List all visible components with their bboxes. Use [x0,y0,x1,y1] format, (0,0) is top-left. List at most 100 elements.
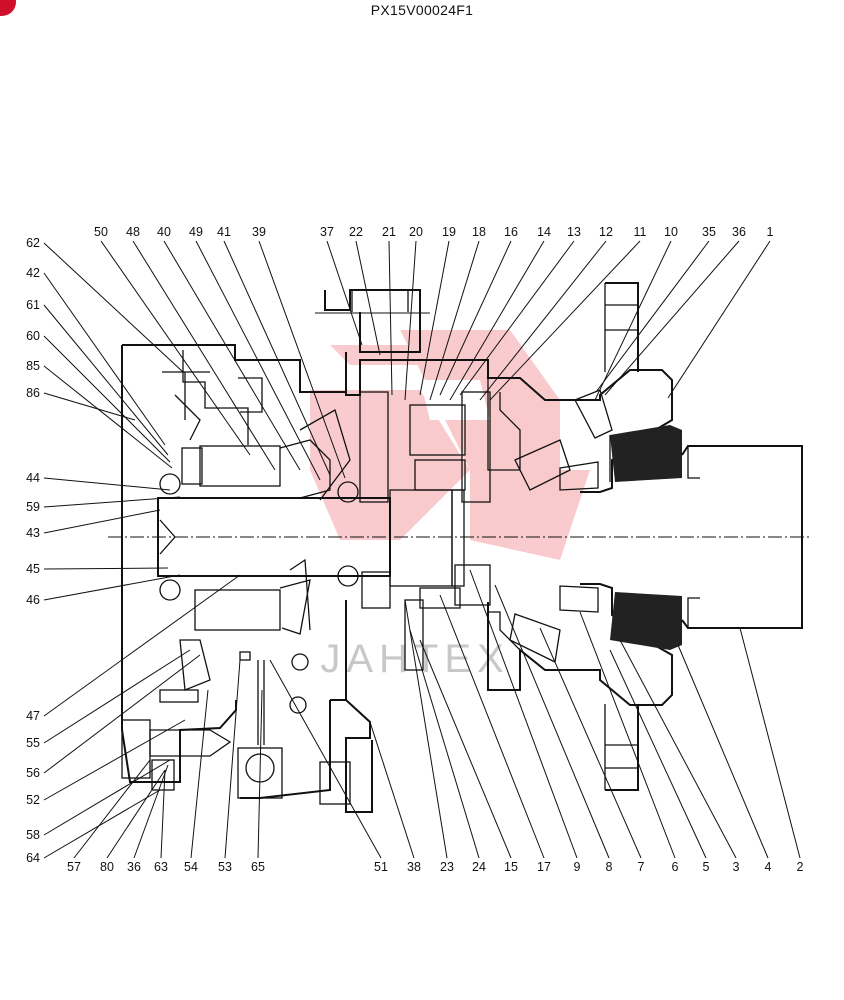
leader-top-40 [163,240,301,471]
callout-bottom-51: 51 [374,860,388,874]
callout-bottom-8: 8 [606,860,613,874]
callout-left-64: 64 [26,851,40,865]
callout-left-43: 43 [26,526,40,540]
callout-bottom-7: 7 [638,860,645,874]
callout-left-58: 58 [26,828,40,842]
leader-bottom-6 [579,611,676,859]
callout-left-47: 47 [26,709,40,723]
leader-top-36 [604,240,740,396]
callout-top-13: 13 [567,225,581,239]
callout-bottom-57: 57 [67,860,81,874]
leader-left-64 [43,789,161,859]
callout-bottom-65: 65 [251,860,265,874]
callout-top-12: 12 [599,225,613,239]
callout-top-19: 19 [442,225,456,239]
callout-top-18: 18 [472,225,486,239]
callout-left-85: 85 [26,359,40,373]
leader-top-11 [489,240,641,401]
leader-top-41 [223,240,331,476]
leader-top-21 [388,240,393,396]
leader-left-56 [43,654,201,774]
callout-left-55: 55 [26,736,40,750]
leader-bottom-4 [677,644,769,859]
leader-top-39 [258,240,346,479]
callout-top-37: 37 [320,225,334,239]
callout-bottom-38: 38 [407,860,421,874]
leader-top-14 [449,240,545,401]
leader-top-22 [355,240,381,356]
leader-left-45 [43,567,169,570]
leader-left-86 [43,392,136,421]
callout-bottom-17: 17 [537,860,551,874]
leader-bottom-3 [619,639,737,859]
leader-left-62 [43,242,184,373]
callout-top-14: 14 [537,225,551,239]
drawing-title: PX15V00024F1 [370,2,474,18]
leader-left-58 [43,759,171,836]
leader-bottom-9 [469,569,578,859]
callout-bottom-80: 80 [100,860,114,874]
leader-bottom-54 [190,689,209,859]
leader-bottom-65 [257,689,263,859]
leader-top-20 [404,240,417,401]
leader-left-42 [43,272,166,446]
callout-bottom-5: 5 [703,860,710,874]
leader-top-10 [594,240,672,401]
callout-left-56: 56 [26,766,40,780]
callout-top-39: 39 [252,225,266,239]
leader-bottom-5 [609,649,707,859]
callout-left-62: 62 [26,236,40,250]
callout-top-10: 10 [664,225,678,239]
leader-left-43 [43,509,161,534]
leader-left-44 [43,477,171,491]
callout-bottom-3: 3 [733,860,740,874]
leader-bottom-53 [224,659,241,859]
callout-top-1: 1 [767,225,774,239]
leader-top-19 [419,240,450,396]
leader-bottom-23 [404,599,448,859]
leader-bottom-80 [106,769,166,859]
leader-left-85 [43,365,173,469]
callout-bottom-23: 23 [440,860,454,874]
callout-left-46: 46 [26,593,40,607]
leader-top-1 [667,240,771,399]
callout-left-61: 61 [26,298,40,312]
callout-left-86: 86 [26,386,40,400]
callout-top-50: 50 [94,225,108,239]
leader-bottom-24 [409,629,480,859]
leader-top-16 [439,240,512,396]
leader-top-13 [459,240,575,396]
leader-left-47 [43,574,241,717]
callout-left-52: 52 [26,793,40,807]
callout-top-49: 49 [189,225,203,239]
callout-left-42: 42 [26,266,40,280]
callout-top-48: 48 [126,225,140,239]
callout-left-59: 59 [26,500,40,514]
callout-bottom-6: 6 [672,860,679,874]
leader-left-60 [43,335,171,463]
callout-bottom-2: 2 [797,860,804,874]
callout-top-11: 11 [634,225,647,239]
leader-bottom-7 [539,627,642,859]
callout-left-45: 45 [26,562,40,576]
callout-top-40: 40 [157,225,171,239]
leader-lines [43,240,801,859]
callout-top-20: 20 [409,225,423,239]
leader-top-12 [479,240,607,401]
callout-top-41: 41 [217,225,231,239]
leader-left-55 [43,649,191,744]
leader-left-59 [43,496,181,508]
callout-bottom-63: 63 [154,860,168,874]
leader-bottom-38 [369,721,415,859]
leader-top-48 [132,240,276,471]
leader-top-35 [595,240,710,393]
leader-left-46 [43,574,181,601]
callout-bottom-36: 36 [127,860,141,874]
callout-top-16: 16 [504,225,518,239]
leader-top-37 [326,240,363,346]
leader-left-52 [43,719,186,801]
